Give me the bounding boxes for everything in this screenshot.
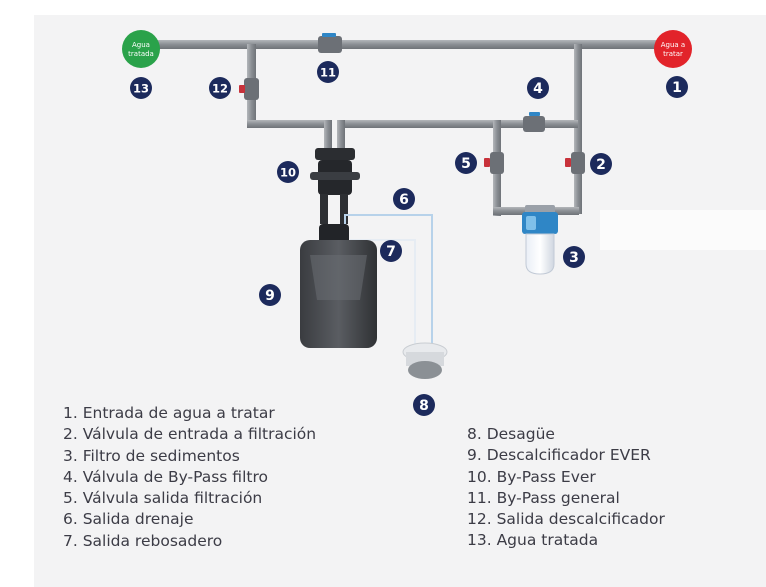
valve-4[interactable] (523, 112, 545, 132)
badge-10: 10 (277, 161, 299, 183)
badge-2-label: 2 (596, 157, 606, 173)
badge-11-label: 11 (320, 66, 336, 80)
water-softener (300, 224, 377, 348)
badge-8: 8 (413, 394, 435, 416)
inlet-label-line2: tratar (663, 50, 683, 58)
legend-left: 1. Entrada de agua a tratar 2. Válvula d… (63, 403, 316, 552)
outlet-label-line2: tratada (128, 50, 154, 58)
badge-7-label: 7 (386, 244, 396, 260)
badge-4: 4 (527, 77, 549, 99)
badge-3: 3 (563, 246, 585, 268)
sediment-filter (522, 205, 558, 275)
legend-item-6: 6. Salida drenaje (63, 510, 194, 529)
badge-13: 13 (130, 77, 152, 99)
badge-11: 11 (317, 61, 339, 83)
valve-2[interactable] (565, 152, 585, 174)
legend-item-12: 12. Salida descalcificador (467, 510, 665, 529)
filter-inlet-pipe (337, 44, 582, 216)
legend-item-5: 5. Válvula salida filtración (63, 489, 263, 508)
badge-5: 5 (455, 152, 477, 174)
legend-item-4: 4. Válvula de By-Pass filtro (63, 467, 268, 486)
badge-12: 12 (209, 77, 231, 99)
legend-item-1: 1. Entrada de agua a tratar (63, 404, 275, 422)
badge-13-label: 13 (133, 82, 149, 96)
legend-item-10: 10. By-Pass Ever (467, 467, 596, 486)
badge-1-label: 1 (672, 80, 682, 96)
legend-item-13: 13. Agua tratada (467, 531, 599, 550)
inlet-label-line1: Agua a (661, 41, 685, 49)
valve-5[interactable] (484, 152, 504, 174)
valve-12[interactable] (239, 78, 259, 100)
badge-12-label: 12 (212, 82, 228, 96)
legend-item-8: 8. Desagüe (467, 425, 555, 443)
raw-water-terminal: Agua a tratar (654, 30, 692, 68)
legend-item-11: 11. By-Pass general (467, 488, 620, 507)
background-band (600, 210, 766, 250)
softener-outlet-pipe (247, 44, 332, 155)
outlet-label-line1: Agua (132, 41, 150, 49)
badge-7: 7 (380, 240, 402, 262)
legend-item-3: 3. Filtro de sedimentos (63, 446, 240, 465)
legend-item-2: 2. Válvula de entrada a filtración (63, 425, 317, 444)
badge-4-label: 4 (533, 81, 543, 97)
badge-5-label: 5 (461, 156, 471, 172)
legend-item-9: 9. Descalcificador EVER (467, 446, 651, 465)
badge-8-label: 8 (419, 398, 429, 414)
badge-9: 9 (259, 284, 281, 306)
badge-6: 6 (393, 188, 415, 210)
treated-water-terminal: Agua tratada (122, 30, 160, 68)
badge-3-label: 3 (569, 250, 579, 266)
legend-right: 8. Desagüe 9. Descalcificador EVER 10. B… (467, 424, 665, 552)
valve-11[interactable] (318, 33, 342, 53)
badge-10-label: 10 (280, 166, 296, 180)
bypass-ever-block (310, 148, 360, 224)
badge-9-label: 9 (265, 288, 275, 304)
drain-lines (344, 214, 433, 345)
badge-1: 1 (666, 76, 688, 98)
main-pipe (150, 40, 665, 49)
diagram-panel (34, 15, 766, 587)
floor-drain (402, 342, 448, 379)
badge-2: 2 (590, 153, 612, 175)
badge-6-label: 6 (399, 192, 409, 208)
legend-item-7: 7. Salida rebosadero (63, 531, 223, 550)
